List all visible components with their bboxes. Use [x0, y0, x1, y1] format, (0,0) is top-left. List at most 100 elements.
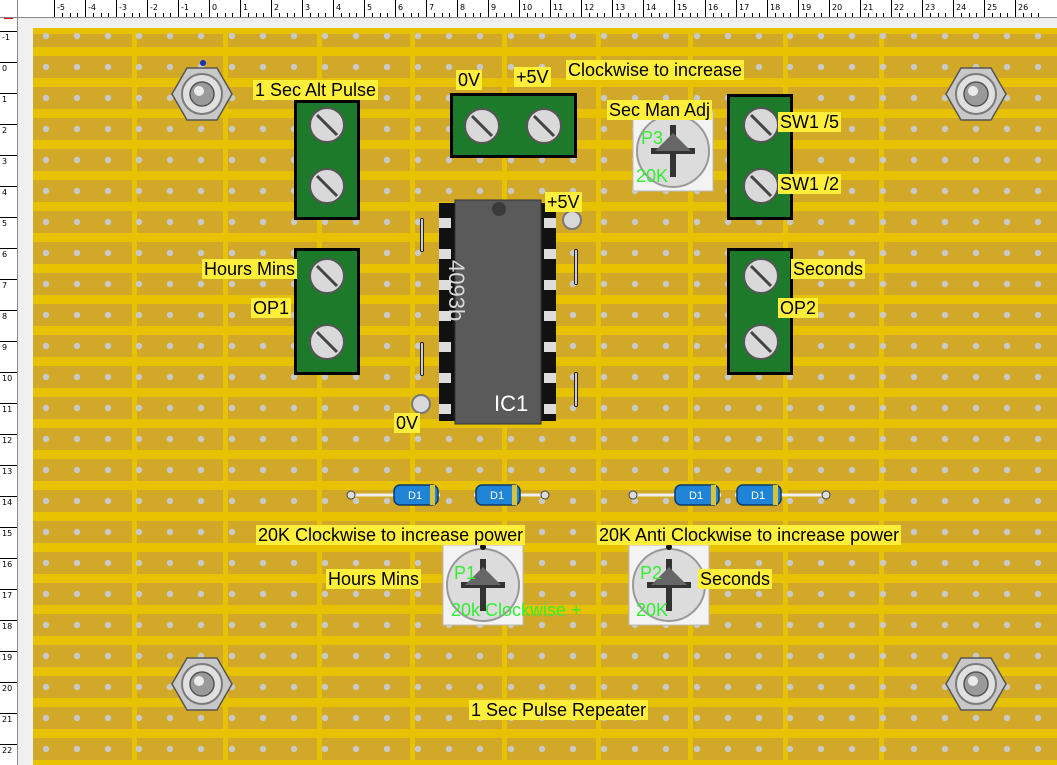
board-hole [662, 94, 670, 102]
board-hole [166, 652, 174, 660]
board-hole [290, 559, 298, 567]
ruler-label: 1 [2, 95, 8, 104]
screw-slot [315, 264, 339, 288]
board-hole [104, 435, 112, 443]
board-hole [817, 590, 825, 598]
board-hole [135, 280, 143, 288]
board-hole [569, 621, 577, 629]
board-hole [321, 652, 329, 660]
ruler-tick [0, 527, 17, 528]
board-hole [817, 156, 825, 164]
ruler-tick [0, 620, 17, 621]
ruler-label: 21 [2, 715, 13, 724]
board-hole [910, 745, 918, 753]
board-hole [600, 435, 608, 443]
label-acw-power: 20K Anti Clockwise to increase power [597, 525, 902, 545]
track-cut [132, 28, 137, 765]
board-hole [414, 745, 422, 753]
pot-p3-value: 20K [636, 166, 669, 186]
board-hole [755, 745, 763, 753]
board-hole [290, 714, 298, 722]
board-hole [104, 249, 112, 257]
board-hole [941, 373, 949, 381]
board-hole [941, 435, 949, 443]
board-hole [724, 435, 732, 443]
ruler-minor-tick [999, 13, 1001, 17]
board-hole [786, 435, 794, 443]
ruler-label: 3 [2, 157, 8, 166]
board-hole [259, 652, 267, 660]
diode-label: D1 [490, 490, 504, 502]
board-hole [290, 435, 298, 443]
board-hole [414, 156, 422, 164]
board-hole [817, 404, 825, 412]
ic-pin [439, 218, 451, 228]
board-hole [569, 466, 577, 474]
board-hole [848, 435, 856, 443]
board-hole [879, 373, 887, 381]
board-hole [755, 466, 763, 474]
ruler-label: 9 [491, 3, 497, 12]
ruler-tick [0, 496, 17, 497]
board-hole [414, 466, 422, 474]
board-hole [972, 745, 980, 753]
board-hole [290, 466, 298, 474]
board-hole [848, 497, 856, 505]
board-hole [135, 63, 143, 71]
board-hole [848, 373, 856, 381]
ruler-minor-tick [224, 13, 226, 17]
ruler-minor-tick [232, 13, 234, 17]
board-hole [538, 652, 546, 660]
ruler-label: 17 [739, 3, 750, 12]
board-hole [383, 683, 391, 691]
board-hole [166, 125, 174, 133]
label-seconds-right: Seconds [791, 259, 866, 279]
board-hole [538, 435, 546, 443]
board-hole [259, 187, 267, 195]
ruler-tick [581, 0, 582, 17]
board-hole [166, 311, 174, 319]
board-hole [724, 466, 732, 474]
board-hole [910, 32, 918, 40]
board-hole [817, 218, 825, 226]
board-hole [414, 187, 422, 195]
board-hole [383, 590, 391, 598]
board-hole [166, 63, 174, 71]
board-hole [972, 373, 980, 381]
ruler-minor-tick [418, 13, 420, 17]
board-hole [104, 156, 112, 164]
board-hole [755, 63, 763, 71]
anchor-dot [200, 60, 206, 66]
board-hole [693, 466, 701, 474]
ruler-label: 12 [584, 3, 595, 12]
board-hole [879, 249, 887, 257]
diode-body [393, 484, 439, 506]
board-hole [73, 466, 81, 474]
board-hole [104, 745, 112, 753]
ruler-minor-tick [813, 13, 815, 17]
ruler-label: 2 [2, 126, 8, 135]
board-hole [42, 621, 50, 629]
board-hole [972, 249, 980, 257]
board-hole [445, 714, 453, 722]
board-hole [321, 559, 329, 567]
ruler-corner [0, 0, 18, 18]
board-hole [42, 559, 50, 567]
board-hole [538, 156, 546, 164]
ruler-minor-tick [650, 13, 652, 17]
board-hole [972, 466, 980, 474]
ruler-minor-tick [720, 13, 722, 17]
ruler-tick [54, 0, 55, 17]
ruler-minor-tick [356, 13, 358, 17]
board-hole [786, 373, 794, 381]
board-hole [724, 559, 732, 567]
board-hole [507, 652, 515, 660]
board-hole [1034, 404, 1042, 412]
board-hole [1003, 466, 1011, 474]
ruler-label: 8 [2, 312, 8, 321]
ruler-minor-tick [464, 13, 466, 17]
board-hole [755, 435, 763, 443]
board-hole [228, 497, 236, 505]
board-hole [972, 311, 980, 319]
